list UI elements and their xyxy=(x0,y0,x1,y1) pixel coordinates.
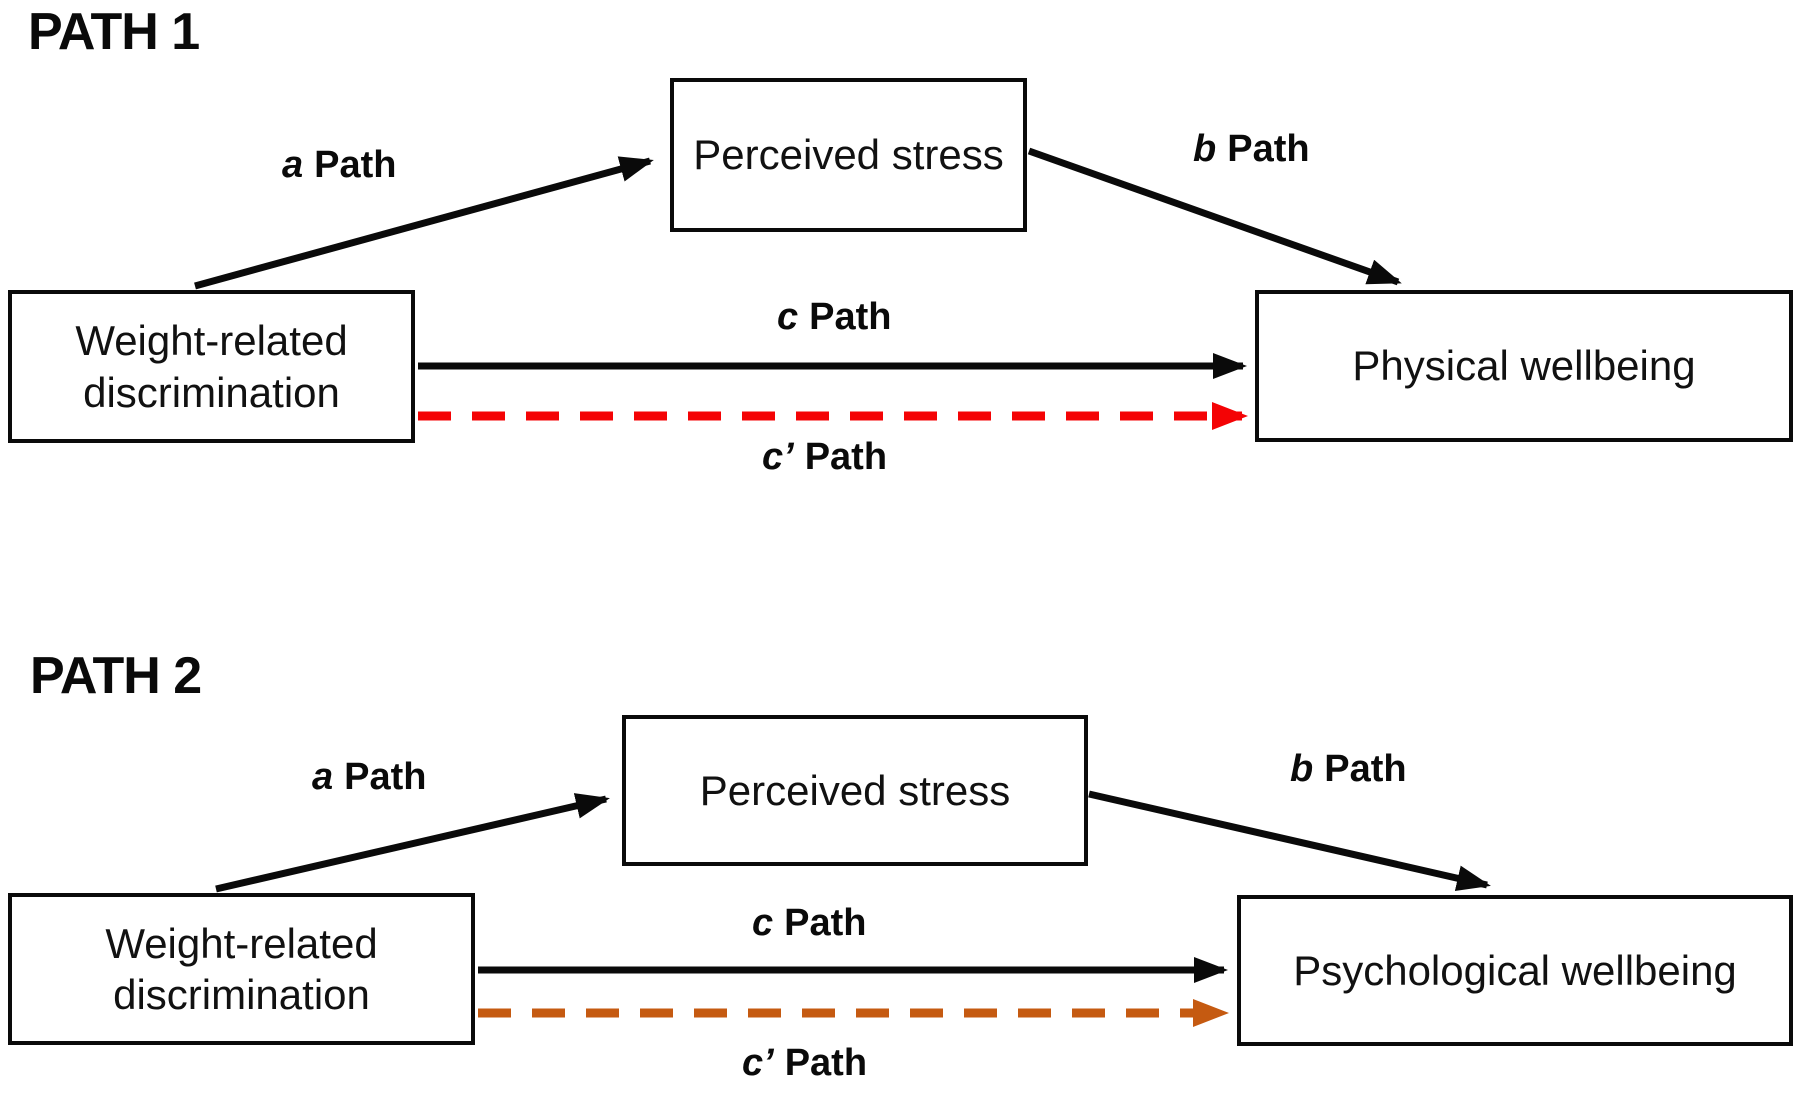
path2-c-prime-path-label: c’Path xyxy=(742,1042,867,1085)
path1-c-prime-word: Path xyxy=(804,436,888,478)
path2-b-word: Path xyxy=(1324,748,1407,790)
path2-a-path-arrow xyxy=(215,793,610,893)
path1-c-word: Path xyxy=(809,296,892,338)
path1-node-outcome: Physical wellbeing xyxy=(1255,290,1793,442)
path1-a-word: Path xyxy=(314,144,397,186)
path1-a-letter: a xyxy=(282,144,304,186)
path2-c-prime-word: Path xyxy=(784,1042,868,1084)
path2-b-letter: b xyxy=(1290,748,1314,790)
path1-b-word: Path xyxy=(1227,128,1310,170)
path1-node-mediator: Perceived stress xyxy=(670,78,1027,232)
path1-node-predictor: Weight-related discrimination xyxy=(8,290,415,443)
path1-a-path-arrow xyxy=(194,156,654,290)
path2-c-letter: c xyxy=(752,902,774,944)
path1-title: PATH 1 xyxy=(28,3,200,61)
path2-a-letter: a xyxy=(312,756,334,798)
path2-node-mediator: Perceived stress xyxy=(622,715,1088,866)
path2-a-word: Path xyxy=(344,756,427,798)
path2-b-path-arrow xyxy=(1088,790,1491,891)
path1-c-prime-path-label: c’Path xyxy=(762,436,887,479)
path1-b-path-arrow xyxy=(1027,147,1402,286)
path2-title: PATH 2 xyxy=(30,647,202,705)
path2-node-outcome: Psychological wellbeing xyxy=(1237,895,1793,1046)
path2-node-predictor: Weight-related discrimination xyxy=(8,893,475,1045)
path1-b-letter: b xyxy=(1193,128,1217,170)
path1-c-letter: c xyxy=(777,296,799,338)
path2-c-word: Path xyxy=(784,902,867,944)
path2-c-prime-letter: c’ xyxy=(742,1042,774,1084)
path1-c-prime-letter: c’ xyxy=(762,436,794,478)
